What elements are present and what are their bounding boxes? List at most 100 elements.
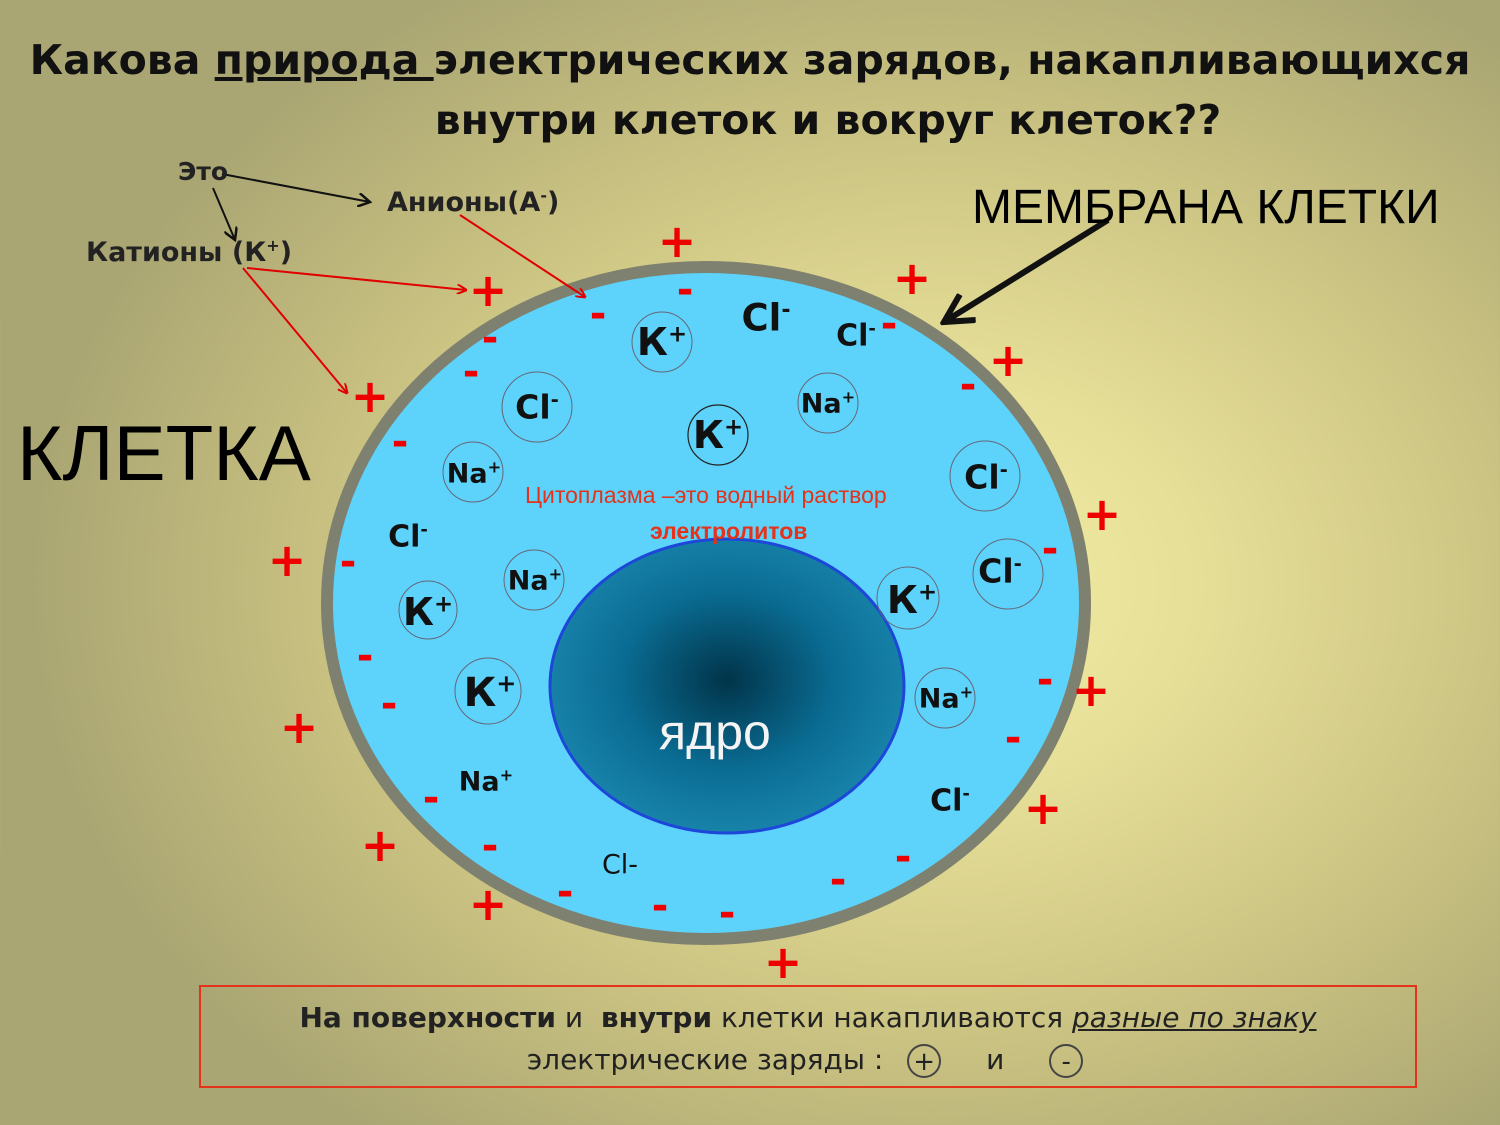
- note-text: электрические заряды :: [526, 1043, 893, 1076]
- minus-charge: -: [676, 267, 694, 313]
- ion-label-: К+: [692, 413, 744, 457]
- ion-circle-cl: [501, 371, 573, 443]
- title-underlined-word: природа: [214, 36, 434, 84]
- ion-label-: К+: [886, 578, 938, 622]
- ion-label-cl: Cl-: [836, 318, 876, 354]
- membrane-label: МЕМБРАНА КЛЕТКИ: [972, 181, 1440, 234]
- ion-circle-cl: [972, 538, 1044, 610]
- ion-label-cl: Cl-: [930, 783, 970, 819]
- minus-charge: -: [589, 291, 607, 337]
- note-text: клетки накапливаются: [712, 1001, 1072, 1034]
- plus-charge: +: [657, 214, 697, 268]
- arrow-anion-to-minus: [459, 214, 585, 297]
- eto-label: Это: [178, 157, 229, 186]
- minus-charge: -: [462, 349, 480, 395]
- plus-circle-icon: +: [907, 1044, 942, 1078]
- cations-label: Катионы (К+): [86, 236, 292, 268]
- anions-sup: -: [540, 186, 547, 205]
- minus-circle-icon: -: [1049, 1044, 1084, 1078]
- arrow-cation-to-plus: [246, 267, 466, 290]
- note-italic: разные по знаку: [1071, 1001, 1317, 1034]
- ion-circle-na: [797, 372, 859, 434]
- ion-label-: К+: [463, 669, 517, 716]
- anions-label: Анионы(А-): [387, 186, 559, 218]
- plus-charge: +: [468, 263, 508, 317]
- conclusion-line1: На поверхности и внутри клетки накаплива…: [201, 1001, 1415, 1034]
- minus-charge: -: [356, 633, 374, 679]
- plus-charge: +: [1071, 663, 1111, 717]
- ion-circle-k: [454, 657, 522, 725]
- minus-charge: -: [1036, 657, 1054, 703]
- membrane-pointer-arrow: [944, 217, 1110, 322]
- ion-label-: К+: [636, 320, 688, 364]
- ion-label-cl: Cl-: [741, 296, 791, 340]
- conclusion-box: На поверхности и внутри клетки накаплива…: [199, 985, 1417, 1088]
- plus-charge: +: [350, 369, 390, 423]
- cations-close: ): [279, 237, 293, 268]
- ion-label-: К+: [402, 590, 454, 634]
- plus-charge: +: [763, 935, 803, 989]
- ion-circle-na: [442, 441, 504, 503]
- plus-charge: +: [468, 877, 508, 931]
- ion-circles: [398, 311, 1044, 729]
- ion-circle-k: [398, 580, 458, 640]
- minus-charge: -: [718, 890, 736, 936]
- ion-circle-k: [631, 311, 693, 373]
- page-title-line2: внутри клеток и вокруг клеток??: [434, 96, 1222, 144]
- cations-sup: +: [266, 236, 280, 255]
- ion-label-na: Na+: [918, 682, 974, 715]
- ion-circle-na: [914, 667, 976, 729]
- plus-charge: +: [1082, 487, 1122, 541]
- minus-charge: -: [651, 883, 669, 929]
- minus-charge: -: [422, 775, 440, 821]
- anions-close: ): [546, 187, 560, 218]
- ion-label-cl: Cl-: [515, 387, 559, 427]
- minus-charge: -: [894, 834, 912, 880]
- title-text: Какова: [29, 36, 215, 84]
- plus-charge: +: [279, 700, 319, 754]
- minus-charge: -: [481, 315, 499, 361]
- arrow-to-anions: [221, 173, 370, 202]
- page-title: Какова природа электрических зарядов, на…: [0, 36, 1500, 84]
- minus-charge: -: [556, 869, 574, 915]
- plus-charge: +: [360, 818, 400, 872]
- note-and: и: [986, 1043, 1005, 1076]
- red-arrows: [242, 214, 585, 393]
- minus-charge: -: [880, 301, 898, 347]
- cations-text: Катионы (К: [86, 237, 267, 268]
- ion-circle-k: [876, 566, 940, 630]
- ion-label-na: Na+: [800, 387, 856, 420]
- ion-label-cl: Cl-: [601, 849, 639, 881]
- minus-charge: -: [959, 362, 977, 408]
- minus-charge: -: [481, 823, 499, 869]
- minus-charge: -: [829, 857, 847, 903]
- ion-label-cl: Cl-: [388, 519, 428, 555]
- ion-label-na: Na+: [507, 564, 563, 597]
- cell-label: КЛЕТКА: [17, 409, 311, 497]
- ion-circle-na: [503, 549, 565, 611]
- plus-charge: +: [988, 333, 1028, 387]
- minus-charge: -: [339, 539, 357, 585]
- nucleus: [548, 537, 906, 835]
- note-text: и: [555, 1001, 601, 1034]
- note-bold-surface: На поверхности: [299, 1001, 556, 1034]
- minus-charge: -: [1041, 526, 1059, 572]
- cytoplasm-label-line2: электролитов: [650, 518, 808, 544]
- ion-circle-k: [687, 404, 749, 466]
- minus-charge: -: [391, 419, 409, 465]
- plus-charge: +: [267, 533, 307, 587]
- ion-label-cl: Cl-: [978, 551, 1022, 591]
- anions-text: Анионы(А: [387, 187, 541, 218]
- eto-arrows: [212, 173, 370, 240]
- ion-circle-cl: [949, 440, 1021, 512]
- ion-label-na: Na+: [458, 765, 514, 798]
- arrow-to-cations: [212, 187, 235, 240]
- note-bold-inside: внутри: [600, 1001, 713, 1034]
- minus-charge: -: [380, 681, 398, 727]
- nucleus-label: ядро: [659, 704, 771, 760]
- minus-charge: -: [1004, 715, 1022, 761]
- arrow-cation-to-plus: [242, 267, 347, 393]
- ion-label-cl: Cl-: [964, 457, 1008, 497]
- plus-charge: +: [892, 251, 932, 305]
